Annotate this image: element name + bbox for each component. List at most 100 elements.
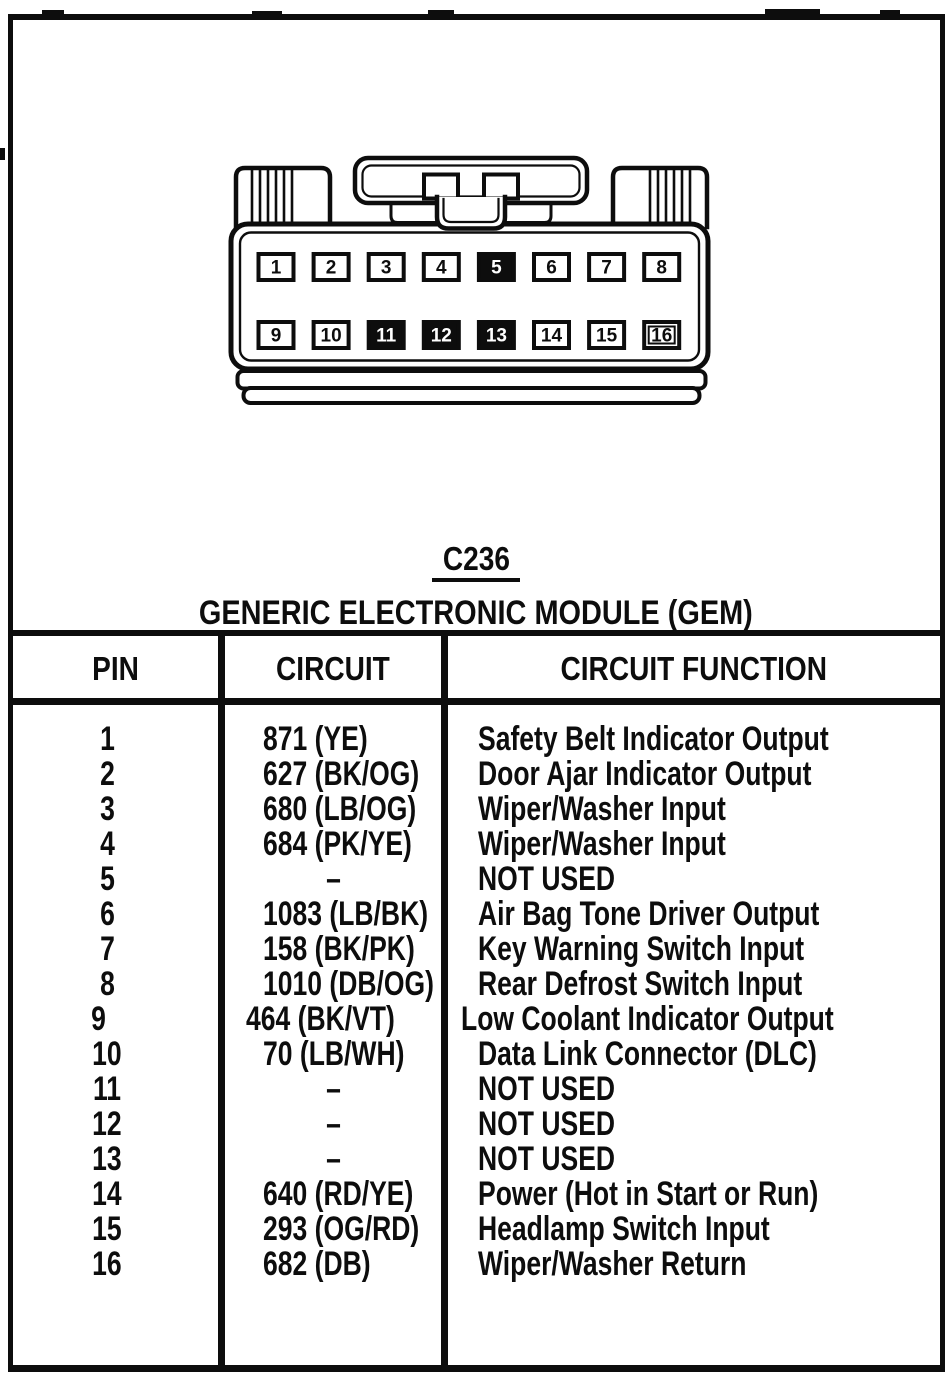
connector-pin-number: 11 [376,326,397,347]
pin-cell: 6 [13,897,201,932]
latch-center-tongue [434,194,508,231]
function-cell: NOT USED [448,1072,939,1107]
connector-pin-number: 2 [326,258,337,279]
circuit-value: 680 (LB/OG) [263,790,417,828]
circuit-value: – [325,860,341,898]
pin-number: 13 [92,1140,122,1178]
right-tab-hatching [648,169,692,226]
function-value: Wiper/Washer Return [478,1245,747,1283]
circuit-cell: 684 (PK/YE) [225,827,441,862]
connector-pin-box [421,320,461,350]
circuit-cell: 70 (LB/WH) [225,1037,441,1072]
circuit-cell: 1083 (LB/BK) [225,897,441,932]
table-row: 13–NOT USED [13,1142,939,1177]
circuit-cell: – [225,1107,441,1142]
function-cell: Data Link Connector (DLC) [448,1037,939,1072]
connector-pin-box [587,252,627,282]
connector-body [228,221,711,372]
circuit-value: 70 (LB/WH) [263,1035,405,1073]
circuit-cell: 464 (BK/VT) [208,1002,424,1037]
circuit-value: 1010 (DB/OG) [263,965,434,1003]
latch-window-right [482,172,520,201]
pin-cell: 15 [13,1212,201,1247]
pin-number: 11 [92,1070,122,1108]
table-row: 4 684 (PK/YE) Wiper/Washer Input [13,827,939,862]
table-row: 11 – NOT USED [13,1072,939,1107]
pin-cell: 1 [13,722,201,757]
pin-cell: 11 [13,1072,201,1107]
table-divider-pin-circuit [218,630,225,1372]
function-cell: Power (Hot in Start or Run) [448,1177,939,1212]
pin-number: 16 [92,1245,122,1283]
circuit-value: – [325,1070,341,1108]
connector-id-title: C236 [0,540,952,582]
latch-right-step [503,201,553,224]
function-value: Wiper/Washer Input [478,825,726,863]
pin-number: 15 [92,1210,122,1248]
table-row: 10 70 (LB/WH) Data Link Connector (DLC) [13,1037,939,1072]
connector-pin-box [532,252,571,282]
pin-number: 4 [99,825,115,863]
function-cell: NOT USED [448,1107,939,1142]
pin-cell: 10 [13,1037,201,1072]
function-cell: Air Bag Tone Driver Output [448,897,939,932]
connector-pin-box [366,320,406,350]
circuit-value: 627 (BK/OG) [263,755,420,793]
pin-cell: 4 [13,827,201,862]
latch-window-left [422,172,460,201]
connector-pin-box [587,320,627,350]
function-value: Headlamp Switch Input [478,1210,770,1248]
column-header-circuit: CIRCUIT [225,646,441,692]
function-value: NOT USED [478,860,616,898]
scan-artifact [880,10,900,14]
circuit-cell: 871 (YE) [225,722,441,757]
circuit-cell: 680 (LB/OG) [225,792,441,827]
table-row: 1 871 (YE) Safety Belt Indicator Output [13,722,939,757]
function-value: Power (Hot in Start or Run) [478,1175,819,1213]
pin-number: 9 [91,1000,106,1038]
pin-cell: 12 [13,1107,201,1142]
circuit-value: 871 (YE) [263,720,368,758]
connector-pin-number: 1 [271,258,282,279]
connector-pin-number: 5 [491,258,502,279]
pin-number: 6 [99,895,115,933]
pin-cell: 8 [13,967,201,1002]
function-value: Rear Defrost Switch Input [478,965,803,1003]
connector-pin-box [532,320,571,350]
column-header-circuit-text: CIRCUIT [276,650,390,687]
connector-pin-box [366,252,406,282]
connector-pin-box [256,320,296,350]
circuit-value: – [325,1105,341,1143]
connector-pin-number: 14 [541,326,563,347]
connector-pin-number: 3 [381,258,392,279]
connector-pin-number: 6 [546,258,557,279]
column-header-pin-text: PIN [92,650,139,687]
pin-cell: 13 [13,1142,201,1177]
scan-artifact [0,148,5,160]
table-row: 5–NOT USED [13,862,939,897]
function-value: NOT USED [478,1105,616,1143]
connector-pin-box [256,252,296,282]
connector-pin-box [311,252,351,282]
left-tab-hatching [250,169,294,226]
connector-bottom-strip-2 [241,386,702,405]
function-cell: NOT USED [448,1142,939,1177]
pin-number: 12 [92,1105,122,1143]
function-cell: Key Warning Switch Input [448,932,939,967]
function-value: Safety Belt Indicator Output [478,720,829,758]
circuit-value: 684 (PK/YE) [263,825,412,863]
pin-cell: 7 [13,932,201,967]
connector-bottom-strip-1 [235,369,708,391]
function-cell: NOT USED [448,862,939,897]
page-border [8,14,945,1372]
function-cell: Wiper/Washer Input [448,792,939,827]
function-cell: Headlamp Switch Input [448,1212,939,1247]
pin-number: 8 [99,965,115,1003]
connector-pin-box [476,320,516,350]
